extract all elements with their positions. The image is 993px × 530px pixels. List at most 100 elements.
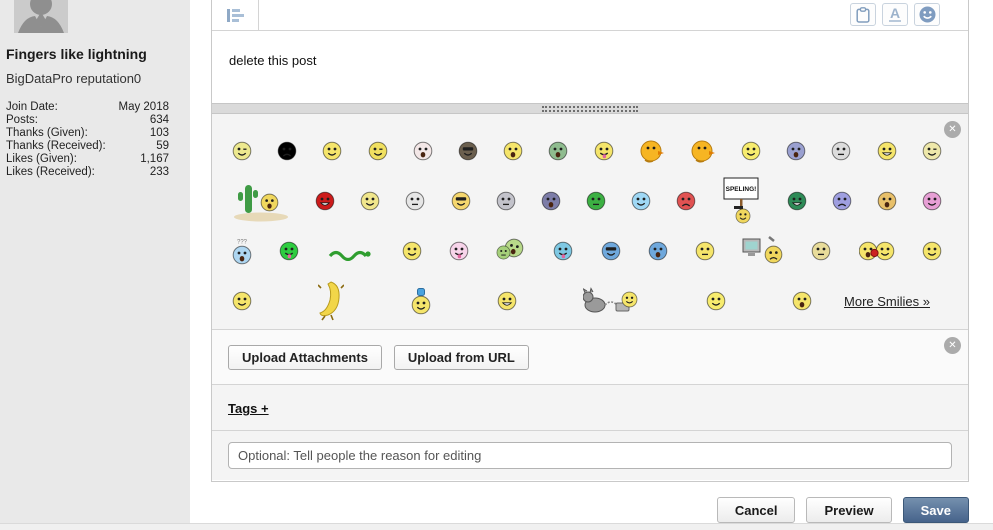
smiley-boxing[interactable] xyxy=(858,240,895,262)
smiley-laugh[interactable] xyxy=(503,141,523,161)
smiley-shock-purple[interactable] xyxy=(786,141,806,161)
page-bottom-divider xyxy=(0,523,993,530)
smiley-blush-pink[interactable] xyxy=(922,191,942,211)
smiley-happy-blue[interactable] xyxy=(631,191,651,211)
upload-attachments-button[interactable]: Upload Attachments xyxy=(228,345,382,370)
smiley-cat-mouse[interactable] xyxy=(583,287,639,315)
smiley-sick-pair[interactable] xyxy=(496,238,526,264)
editor-toolbar: A xyxy=(212,0,968,31)
font-color-button[interactable]: A xyxy=(882,3,908,26)
close-smilies-button[interactable]: ✕ xyxy=(944,121,961,138)
smiley-row xyxy=(232,126,942,176)
stat-likes-received: Likes (Received):233 xyxy=(6,166,169,178)
smiley-happy[interactable] xyxy=(741,141,761,161)
smiley-computer-smash[interactable] xyxy=(742,235,784,267)
smiley-robot-gag[interactable] xyxy=(405,191,425,211)
smiley-hmm[interactable] xyxy=(695,241,715,261)
editor-resize-handle[interactable] xyxy=(212,103,968,114)
smiley-picker: ✕ SPELING! ??? More Smilies » xyxy=(212,114,968,330)
user-info-sidebar: Fingers like lightning BigDataPro reputa… xyxy=(0,0,190,523)
paste-button[interactable] xyxy=(850,3,876,26)
smiley-yikes-hood[interactable] xyxy=(877,191,897,211)
save-button[interactable]: Save xyxy=(902,497,969,523)
avatar[interactable] xyxy=(14,0,68,33)
toolbar-right-group: A xyxy=(850,3,940,26)
cancel-button[interactable]: Cancel xyxy=(716,497,796,523)
smiley-frog-tongue[interactable] xyxy=(279,241,299,261)
tags-toggle[interactable]: Tags + xyxy=(228,401,269,416)
tags-section: Tags + xyxy=(212,385,968,431)
more-smilies-link[interactable]: More Smilies » xyxy=(844,293,930,309)
edit-reason-section xyxy=(212,431,968,480)
smiley-mad-red[interactable] xyxy=(277,141,297,161)
font-color-icon: A xyxy=(888,5,902,22)
smiley-row-items xyxy=(232,280,812,322)
smiley-headbang[interactable] xyxy=(792,291,812,311)
clipboard-icon xyxy=(856,6,870,23)
smiley-icon xyxy=(919,6,935,23)
smiley-face-purple[interactable] xyxy=(541,191,561,211)
smiley-omg-blue[interactable] xyxy=(648,241,668,261)
stat-thanks-received: Thanks (Received):59 xyxy=(6,140,169,152)
attachments-section: ✕ Upload Attachments Upload from URL xyxy=(212,330,968,385)
smiley-sick-green[interactable] xyxy=(548,141,568,161)
svg-text:???: ??? xyxy=(237,239,248,245)
person-silhouette-icon xyxy=(14,0,68,33)
smiley-confused[interactable]: ??? xyxy=(232,238,252,265)
smiley-desert-cactus[interactable] xyxy=(232,180,290,222)
smiley-smirk[interactable] xyxy=(360,191,380,211)
smiley-smile[interactable] xyxy=(322,141,342,161)
username[interactable]: BigDataPro xyxy=(6,71,73,86)
smiley-devil[interactable] xyxy=(315,191,335,211)
svg-text:SPELING!: SPELING! xyxy=(726,186,757,193)
smiley-smiley2[interactable] xyxy=(402,241,422,261)
smiley-grin-wide[interactable] xyxy=(877,141,897,161)
insert-smiley-button[interactable] xyxy=(914,3,940,26)
post-edit-panel: A delete this post ✕ SPELIN xyxy=(211,0,969,482)
smiley-eek-white[interactable] xyxy=(413,141,433,161)
smiley-cool-shades[interactable] xyxy=(451,191,471,211)
user-stats: Join Date:May 2018 Posts:634 Thanks (Giv… xyxy=(6,101,169,179)
smiley-row: ??? xyxy=(232,226,942,276)
edit-reason-input[interactable] xyxy=(228,442,952,469)
smiley-rofl[interactable] xyxy=(497,291,517,311)
smiley-tongue-out[interactable] xyxy=(594,141,614,161)
smiley-chicken-bowtie[interactable] xyxy=(690,139,716,164)
stat-posts: Posts:634 xyxy=(6,114,169,126)
stat-join-date: Join Date:May 2018 xyxy=(6,101,169,113)
smiley-ninja[interactable] xyxy=(811,241,831,261)
smiley-winky[interactable] xyxy=(368,141,388,161)
editor-mode-toggle[interactable] xyxy=(212,0,259,31)
close-attachments-button[interactable]: ✕ xyxy=(944,337,961,354)
smiley-wink-tongue[interactable] xyxy=(232,141,252,161)
post-editor[interactable]: delete this post xyxy=(212,31,968,103)
smiley-cool-blue[interactable] xyxy=(601,241,621,261)
smiley-speling-sign[interactable]: SPELING! xyxy=(721,177,761,225)
smiley-biggrin-green[interactable] xyxy=(787,191,807,211)
smiley-tongue-blue[interactable] xyxy=(553,241,573,261)
smiley-bounce[interactable] xyxy=(706,291,726,311)
smiley-alien-green[interactable] xyxy=(586,191,606,211)
post-content: delete this post xyxy=(229,53,317,68)
username-line: BigDataPro reputation0 xyxy=(6,71,141,86)
smiley-sad-purple[interactable] xyxy=(832,191,852,211)
reputation-badge: reputation0 xyxy=(76,71,142,86)
smiley-dancing-banana[interactable] xyxy=(318,280,345,322)
preview-button[interactable]: Preview xyxy=(806,497,892,523)
upload-from-url-button[interactable]: Upload from URL xyxy=(393,345,529,370)
smiley-cool-dark[interactable] xyxy=(458,141,478,161)
smiley-wave[interactable] xyxy=(922,241,942,261)
smiley-angry-red[interactable] xyxy=(676,191,696,211)
smiley-cap-smiley[interactable] xyxy=(411,287,431,315)
smiley-alien-gray[interactable] xyxy=(496,191,516,211)
user-custom-title: Fingers like lightning xyxy=(6,46,147,62)
outline-list-icon xyxy=(226,9,244,22)
smiley-razz-pink[interactable] xyxy=(449,241,469,261)
smiley-smiley[interactable] xyxy=(232,291,252,311)
smiley-worm[interactable] xyxy=(326,241,374,261)
smiley-zany-wink[interactable] xyxy=(922,141,942,161)
smiley-chicken[interactable] xyxy=(639,139,665,164)
smiley-neutral-gray[interactable] xyxy=(831,141,851,161)
smiley-row: SPELING! xyxy=(232,176,942,226)
